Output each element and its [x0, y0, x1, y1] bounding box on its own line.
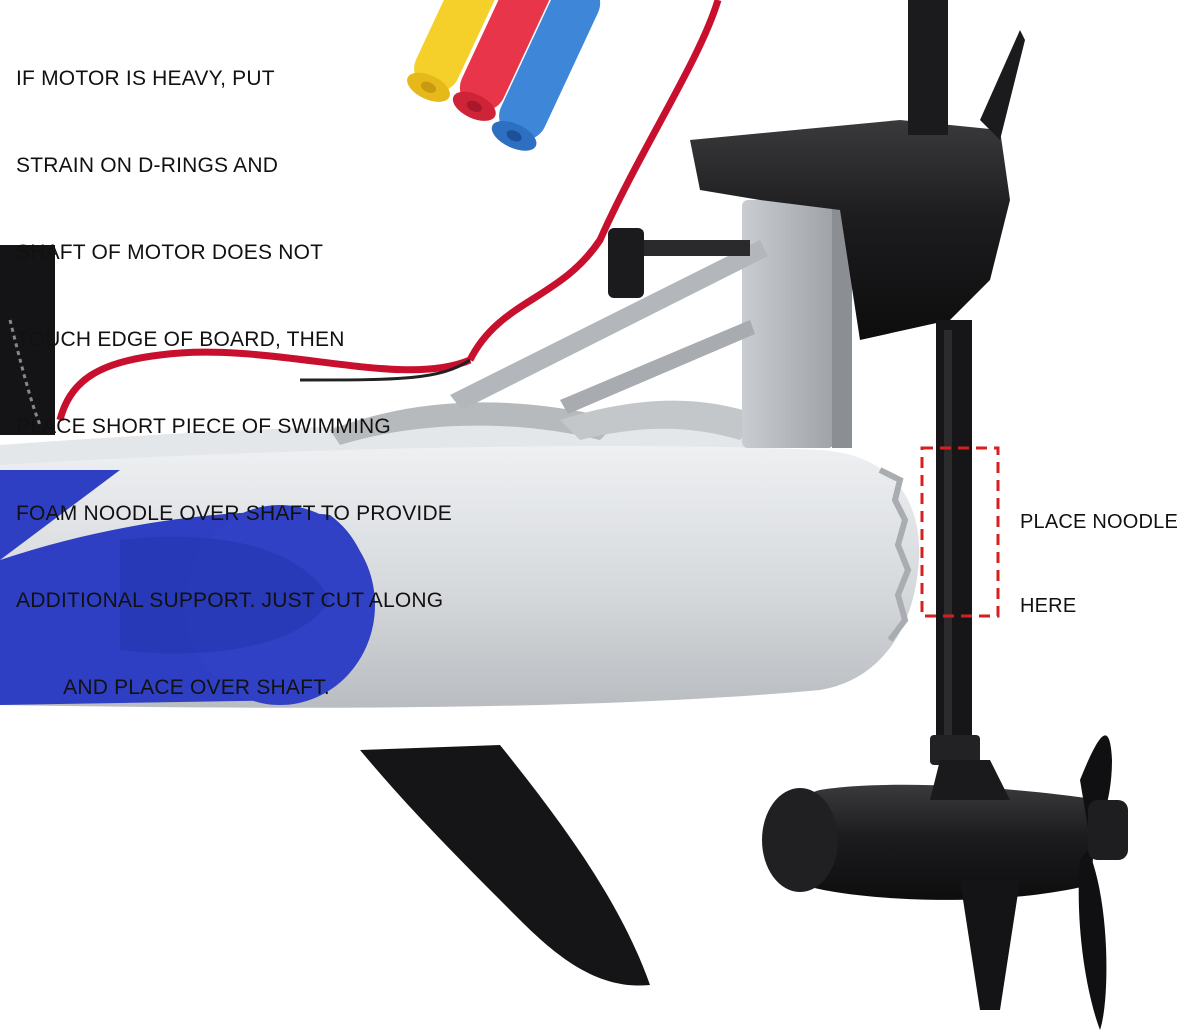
motor-shaft: [936, 320, 972, 750]
instruction-line: PLACE SHORT PIECE OF SWIMMING: [16, 415, 391, 438]
noodle-placement-label: PLACE NOODLE HERE: [1020, 452, 1178, 648]
instruction-line: STRAIN ON D-RINGS AND: [16, 154, 279, 177]
storage-bag: [0, 245, 55, 435]
mount-bracket-icon: [742, 200, 834, 448]
power-cable: [56, 0, 722, 421]
trolling-motor-head: [690, 120, 1010, 340]
instruction-line: SHAFT OF MOTOR DOES NOT: [16, 241, 324, 264]
foam-noodles-icon: [407, 0, 601, 151]
instruction-line: TOUCH EDGE OF BOARD, THEN: [16, 328, 345, 351]
instruction-line: AND PLACE OVER SHAFT.: [16, 676, 330, 699]
trolling-motor-icon: [762, 735, 1128, 1030]
instruction-line: ADDITIONAL SUPPORT. JUST CUT ALONG: [16, 589, 444, 612]
instruction-line: FOAM NOODLE OVER SHAFT TO PROVIDE: [16, 502, 453, 525]
instruction-line: IF MOTOR IS HEAVY, PUT: [16, 67, 275, 90]
noodle-label-line: HERE: [1020, 595, 1077, 617]
noodle-placement-marker: [920, 446, 1000, 618]
noodle-label-line: PLACE NOODLE: [1020, 511, 1179, 533]
fin-icon: [360, 745, 650, 986]
instruction-text: IF MOTOR IS HEAVY, PUT STRAIN ON D-RINGS…: [16, 6, 452, 731]
